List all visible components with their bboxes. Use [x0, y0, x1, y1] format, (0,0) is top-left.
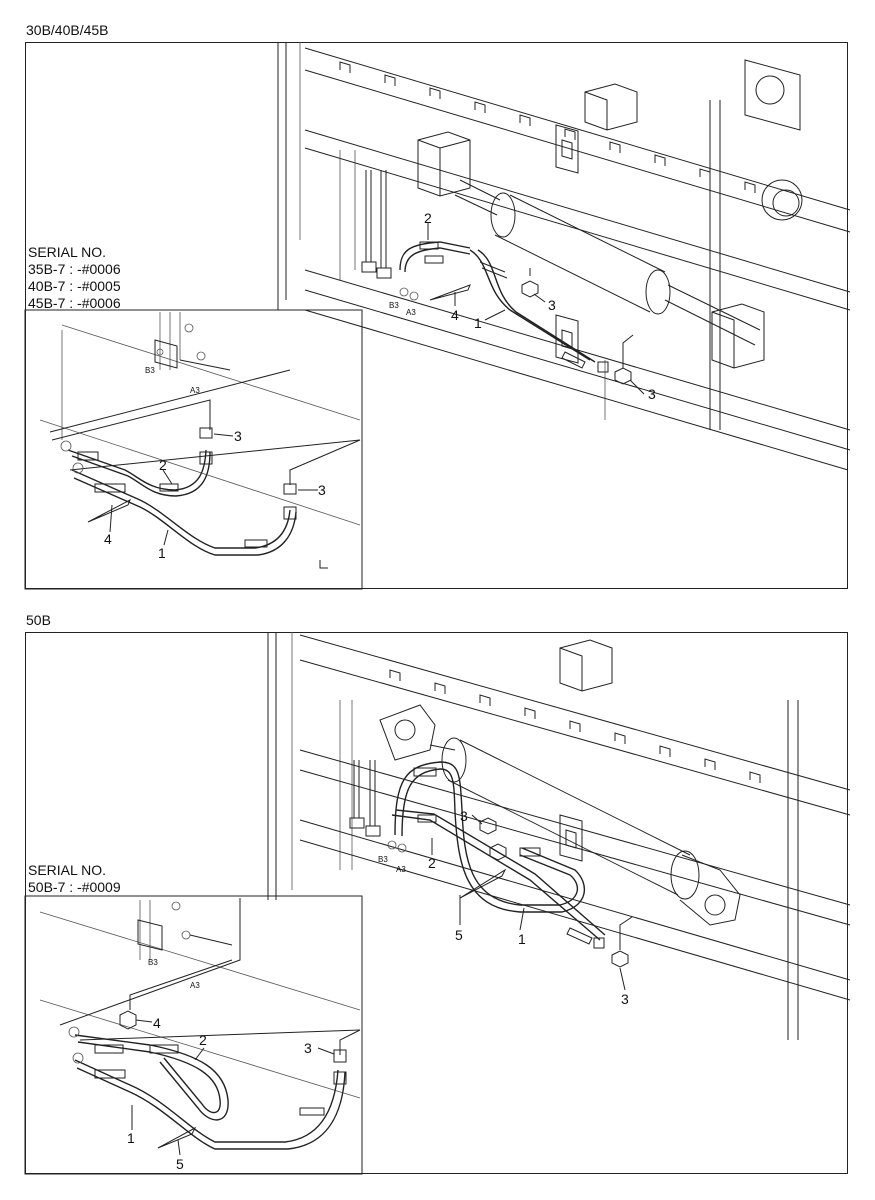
serial-block-top: SERIAL NO. 35B-7 : -#0006 40B-7 : -#0005… [28, 244, 121, 312]
inset-box-top [24, 309, 363, 590]
callout-3: 3 [621, 991, 629, 1007]
callout-5: 5 [455, 927, 463, 943]
callout-3: 3 [548, 297, 556, 313]
inset-callout-3: 3 [318, 482, 326, 498]
inset-port-label-b3: B3 [148, 958, 158, 967]
inset-callout-1: 1 [127, 1130, 135, 1146]
inset-port-label-a3: A3 [190, 386, 200, 395]
callout-1: 1 [518, 931, 526, 947]
callout-3: 3 [648, 386, 656, 402]
port-label-a3: A3 [406, 308, 416, 317]
inset-callout-4: 4 [104, 531, 112, 547]
serial-line: 35B-7 : -#0006 [28, 261, 121, 277]
diagram-panel-bottom [25, 632, 848, 1174]
port-label-b3: B3 [378, 855, 388, 864]
inset-port-label-b3: B3 [145, 366, 155, 375]
top-main-view: 2 3 4 1 3 B3 A3 [277, 42, 851, 471]
serial-block-bottom: SERIAL NO. 50B-7 : -#0009 [28, 862, 121, 896]
serial-heading: SERIAL NO. [28, 862, 107, 878]
inset-callout-2: 2 [199, 1032, 207, 1048]
inset-callout-4: 4 [153, 1015, 161, 1031]
bottom-main-view: 3 2 5 1 3 B3 A3 [267, 632, 851, 1040]
top-inset-view: 3 2 3 4 1 B3 A3 [39, 312, 361, 569]
serial-line: 40B-7 : -#0005 [28, 278, 121, 294]
serial-heading: SERIAL NO. [28, 244, 107, 260]
callout-3: 3 [460, 808, 468, 824]
serial-line: 45B-7 : -#0006 [28, 295, 121, 311]
section-title-top: 30B/40B/45B [26, 22, 109, 38]
callout-4: 4 [451, 307, 459, 323]
diagram-panel-top [25, 42, 848, 589]
callout-2: 2 [424, 210, 432, 226]
callout-1: 1 [474, 315, 482, 331]
serial-line: 50B-7 : -#0009 [28, 879, 121, 895]
bottom-inset-view: 4 2 3 1 5 B3 A3 [39, 898, 361, 1172]
inset-callout-5: 5 [176, 1156, 184, 1172]
inset-port-label-a3: A3 [190, 981, 200, 990]
inset-callout-3: 3 [234, 428, 242, 444]
callout-2: 2 [428, 855, 436, 871]
port-label-b3: B3 [389, 301, 399, 310]
section-title-bottom: 50B [26, 612, 51, 628]
inset-box-bottom [24, 895, 363, 1175]
port-label-a3: A3 [396, 865, 406, 874]
inset-callout-3: 3 [304, 1040, 312, 1056]
inset-callout-2: 2 [159, 457, 167, 473]
inset-callout-1: 1 [158, 545, 166, 561]
